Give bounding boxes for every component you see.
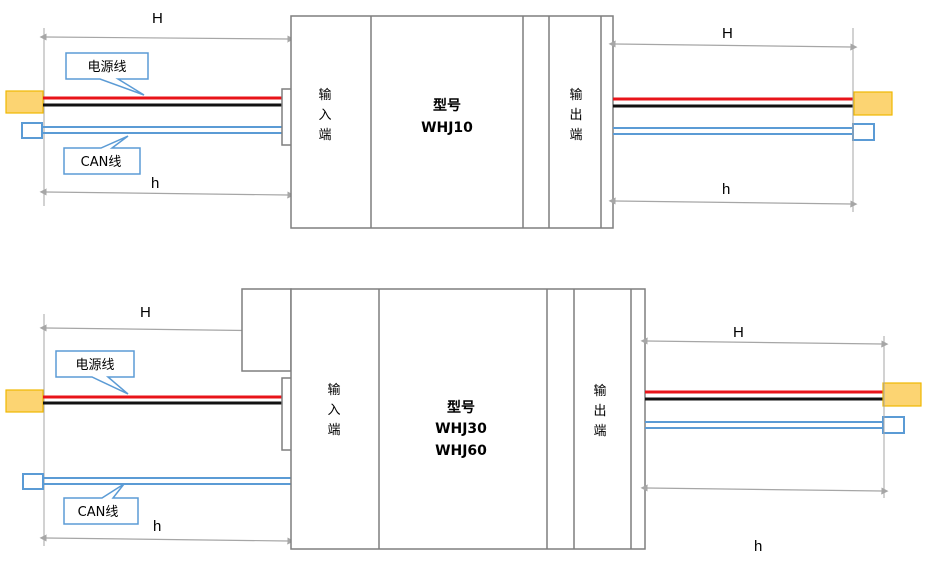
top-right-h-label: h: [722, 181, 730, 198]
top-unit: H h 输 入 端 输 出 端 型号 WHJ10: [5, 10, 893, 229]
top-model-value: WHJ10: [421, 120, 473, 136]
bottom-output-char-1: 输: [593, 383, 606, 399]
top-can-callout: CAN线: [63, 135, 141, 175]
bottom-power-callout: 电源线: [55, 350, 135, 395]
top-power-callout-text: 电源线: [87, 60, 126, 75]
bottom-left-power-connector: [5, 389, 44, 413]
bottom-model-value-1: WHJ30: [435, 421, 487, 437]
top-right-can-connector: [852, 123, 875, 141]
bottom-unit: H h 输 入 端 输 出 端 型号 WHJ30 WHJ60: [5, 288, 922, 555]
bottom-can-callout-text: CAN线: [78, 505, 119, 520]
bottom-left-h-label: h: [153, 518, 161, 535]
top-output-char-2: 出: [569, 108, 582, 123]
top-input-char-1: 输: [318, 87, 331, 103]
top-left-h-dimension: [39, 188, 295, 199]
bottom-right-h-label: h: [754, 538, 762, 555]
bottom-input-char-3: 端: [327, 423, 340, 438]
bottom-right-h-dimension: [640, 484, 889, 495]
bottom-can-callout: CAN线: [63, 483, 139, 525]
top-model-label: 型号: [433, 97, 461, 114]
bottom-right-H-dimension: [640, 337, 889, 348]
bottom-left-can-connector: [22, 473, 44, 490]
top-left-H-dimension: [39, 33, 295, 43]
bottom-input-char-1: 输: [327, 382, 340, 398]
top-power-callout: 电源线: [65, 52, 149, 96]
bottom-flange: [241, 288, 292, 372]
bottom-model-value-2: WHJ60: [435, 443, 487, 459]
top-left-can-connector: [21, 122, 43, 139]
bottom-power-callout-text: 电源线: [75, 358, 114, 373]
top-left-h-label: h: [151, 175, 159, 192]
bottom-output-char-2: 出: [593, 404, 606, 419]
bottom-right-H-label: H: [733, 324, 744, 341]
top-right-H-label: H: [722, 25, 733, 42]
top-input-char-2: 入: [318, 108, 331, 123]
bottom-model-label: 型号: [447, 399, 475, 416]
bottom-left-H-label: H: [140, 304, 151, 321]
bottom-input-char-2: 入: [327, 403, 340, 418]
top-right-H-dimension: [608, 40, 858, 51]
bottom-unit-body: [290, 288, 646, 550]
top-can-callout-text: CAN线: [81, 155, 122, 170]
bottom-right-can-connector: [882, 416, 905, 434]
top-left-H-label: H: [152, 10, 163, 27]
top-output-char-3: 端: [569, 128, 582, 143]
top-left-power-connector: [5, 90, 44, 114]
bottom-output-char-3: 端: [593, 424, 606, 439]
top-right-power-connector: [853, 91, 893, 116]
bottom-left-h-dimension: [39, 534, 295, 545]
top-unit-body: [290, 15, 614, 229]
top-output-char-1: 输: [569, 87, 582, 103]
top-right-h-dimension: [608, 197, 858, 208]
top-input-char-3: 端: [318, 128, 331, 143]
bottom-right-power-connector: [882, 382, 922, 407]
